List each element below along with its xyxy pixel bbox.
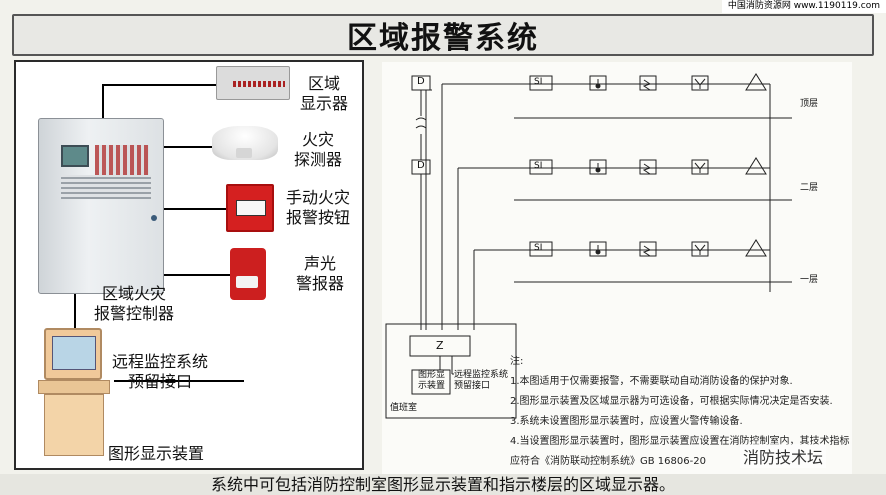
device-row-2 — [529, 157, 767, 175]
zone-display-digits — [233, 81, 285, 87]
note-item: 2.图形显示装置及区域显示器为可选设备，可根据实际情况决定是否安装. — [510, 396, 833, 407]
label-line: 预留接口 — [128, 372, 193, 391]
controller-screen — [61, 145, 89, 167]
controller-lock — [151, 215, 157, 221]
terminal-desk — [38, 380, 110, 394]
device-photo-panel: 区域 显示器 火灾 探测器 手动火灾 报警按钮 声光 警报器 区域火灾 报警控制… — [14, 60, 364, 470]
zone-display-label: 区域 显示器 — [300, 74, 348, 114]
controller-label: 区域火灾 报警控制器 — [94, 284, 174, 324]
d-label-top: D — [417, 76, 425, 87]
sounder-strobe-image — [230, 248, 266, 300]
remote-box-label: 远程监控系统 预留接口 — [454, 370, 508, 392]
sounder-label: 声光 警报器 — [296, 254, 344, 294]
label-line: 探测器 — [294, 150, 343, 169]
graphic-display-label: 图形显示装置 — [108, 444, 205, 463]
notes-title: 注: — [510, 356, 524, 367]
device-row-top — [529, 73, 767, 91]
terminal-monitor — [44, 328, 102, 380]
graphic-display-terminal-image — [38, 328, 114, 458]
zone-display-image — [216, 66, 290, 100]
graphic-box-label: 图形显 示装置 — [418, 370, 445, 392]
note-item: 1.本图适用于仅需要报警，不需要联动自动消防设备的保护对象. — [510, 376, 793, 387]
wire-remote — [114, 380, 244, 382]
duty-room-box — [385, 323, 517, 419]
notes-block: 注: 1.本图适用于仅需要报警，不需要联动自动消防设备的保护对象. 2.图形显示… — [510, 352, 850, 472]
title-bar: 区域报警系统 — [12, 14, 874, 56]
wire-zone-display — [102, 84, 104, 118]
label-line: 示装置 — [418, 381, 446, 391]
floor-label-top: 顶层 — [800, 99, 819, 109]
si-label-top: SI — [534, 77, 543, 87]
label-line: 远程监控系统 — [112, 352, 209, 371]
detector-label: 火灾 探测器 — [294, 130, 342, 170]
label-line: 区域 — [308, 74, 341, 93]
wire-detector — [164, 146, 212, 148]
duty-room-label: 值班室 — [390, 403, 418, 413]
note-item: 3.系统未设置图形显示装置时，应设置火警传输设备. — [510, 416, 743, 427]
label-line: 显示器 — [300, 94, 349, 113]
label-line: 手动火灾 — [286, 188, 351, 207]
wire-zone-display-h — [102, 84, 216, 86]
wire-callpoint — [164, 208, 226, 210]
manual-call-point-image — [226, 184, 274, 232]
label-line: 声光 — [304, 254, 337, 273]
z-label: Z — [436, 339, 444, 352]
label-line: 警报器 — [296, 274, 345, 293]
note-item: 应符合《消防联动控制系统》GB 16806-20 — [510, 456, 706, 467]
label-line: 预留接口 — [454, 381, 491, 391]
note-item: 4.当设置图形显示装置时，图形显示装置应设置在消防控制室内，其技术指标 — [510, 436, 850, 447]
caption: 系统中可包括消防控制室图形显示装置和指示楼层的区域显示器。 — [0, 474, 886, 495]
si-label-1: SI — [534, 243, 543, 253]
label-line: 报警控制器 — [94, 304, 175, 323]
graphic-display-box — [411, 369, 451, 395]
label-line: 报警按钮 — [286, 208, 351, 227]
call-point-label: 手动火灾 报警按钮 — [286, 188, 350, 228]
controller-indicator-panel — [61, 175, 151, 199]
bottom-watermark: 消防技术坛 — [740, 444, 827, 468]
page-title: 区域报警系统 — [347, 21, 539, 56]
wire-sounder — [164, 274, 230, 276]
floor-label-1: 一层 — [800, 275, 819, 285]
label-line: 图形显 — [418, 370, 446, 380]
label-line: 区域火灾 — [102, 284, 167, 303]
device-row-1 — [529, 239, 767, 257]
label-line: 火灾 — [302, 130, 335, 149]
si-label-2: SI — [534, 161, 543, 171]
terminal-base — [44, 394, 104, 456]
label-line: 远程监控系统 — [454, 370, 509, 380]
remote-monitoring-label: 远程监控系统 预留接口 — [112, 352, 208, 392]
d-label-2: D — [417, 160, 425, 171]
schematic-panel: D D SI SI SI 顶层 二层 一层 Z 图形显 示装置 远程监控系统 预… — [382, 62, 852, 476]
zone-fire-alarm-controller-image — [38, 118, 164, 294]
site-watermark: 中国消防资源网 www.1190119.com — [721, 0, 886, 13]
floor-label-2: 二层 — [800, 183, 819, 193]
smoke-detector-image — [212, 126, 278, 160]
schematic-drawing — [385, 73, 792, 419]
wire-controller-kiosk — [74, 294, 76, 328]
